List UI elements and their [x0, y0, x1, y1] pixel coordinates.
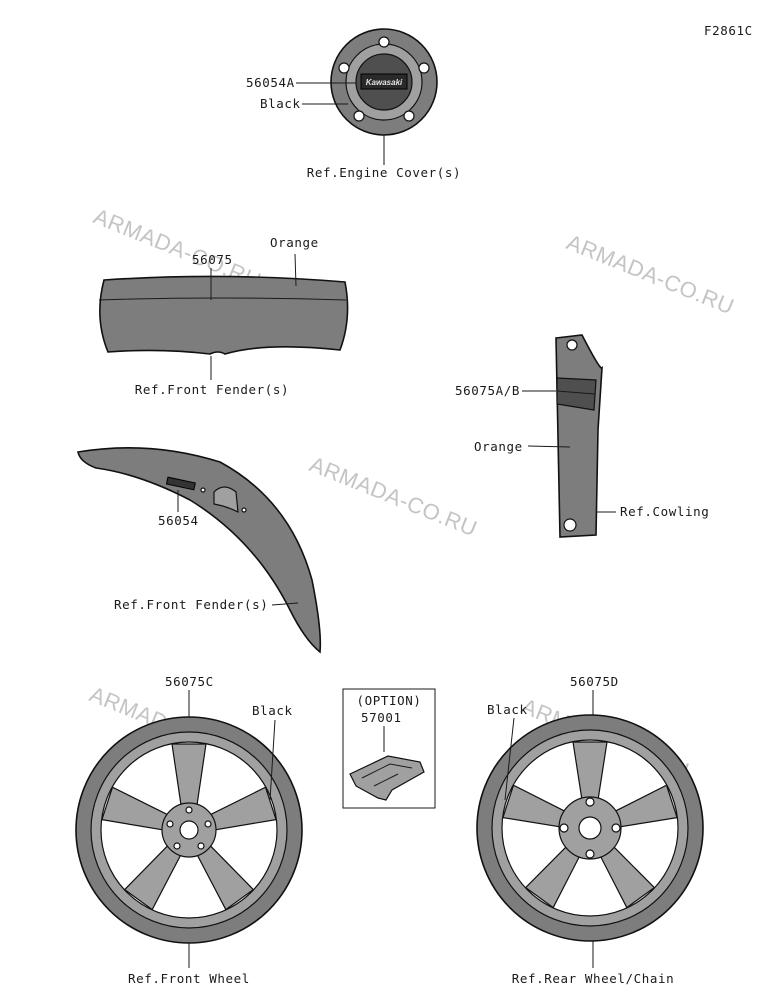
cowling-body [555, 334, 603, 538]
label-black-front-wheel: Black [252, 703, 293, 718]
bolt-icon [173, 842, 181, 850]
bolt-icon [197, 842, 205, 850]
option-kit: (OPTION) 57001 [342, 688, 436, 809]
label-57001: 57001 [361, 710, 402, 725]
front-fender-top [98, 275, 349, 355]
figure-code: F2861C [704, 23, 753, 38]
kawasaki-logo: Kawasaki [366, 78, 403, 87]
bolt-icon [200, 487, 206, 493]
watermark: ARMADA-CO.RU [563, 229, 738, 319]
front-axle [179, 820, 199, 840]
label-orange: Orange [270, 235, 319, 250]
label-ref-front-fender-side: Ref.Front Fender(s) [114, 597, 268, 612]
label-ref-front-fender: Ref.Front Fender(s) [135, 382, 289, 397]
bolt-icon [353, 110, 365, 122]
front-wheel [75, 716, 303, 944]
bolt-icon [166, 820, 174, 828]
bolt-icon [241, 507, 247, 513]
fender-decal [165, 476, 196, 491]
cowling-stripe [556, 377, 597, 411]
bolt-icon [204, 820, 212, 828]
bolt-icon [403, 110, 415, 122]
front-fender-top-body [99, 275, 349, 355]
label-56054: 56054 [158, 513, 199, 528]
label-56054A: 56054A [246, 75, 295, 90]
label-ref-front-wheel: Ref.Front Wheel [128, 971, 250, 986]
front-wheel-spokes [101, 743, 277, 911]
option-box [342, 688, 436, 809]
label-56075C: 56075C [165, 674, 214, 689]
label-ref-rear-wheel: Ref.Rear Wheel/Chain [512, 971, 675, 986]
bolt-icon [185, 806, 193, 814]
bolt-icon [378, 36, 390, 48]
bolt-icon [611, 823, 621, 833]
label-56075D: 56075D [570, 674, 619, 689]
fender-mount [213, 486, 239, 514]
label-orange-cowling: Orange [474, 439, 523, 454]
label-ref-engine-cover: Ref.Engine Cover(s) [307, 165, 461, 180]
front-fender-side-body [77, 446, 322, 654]
kawasaki-logo-plate [360, 73, 408, 90]
rear-axle [578, 816, 602, 840]
bolt-icon [563, 518, 577, 532]
bolt-icon [559, 823, 569, 833]
label-option: (OPTION) [356, 693, 421, 708]
label-56075: 56075 [192, 252, 233, 267]
bolt-icon [566, 339, 578, 351]
rear-wheel [476, 714, 704, 942]
bolt-icon [585, 849, 595, 859]
cowling [555, 334, 603, 538]
bolt-icon [585, 797, 595, 807]
rear-wheel-spokes [502, 741, 678, 909]
front-fender-side [77, 446, 322, 654]
watermark: ARMADA-CO.RU [306, 451, 481, 541]
option-tool [349, 755, 425, 801]
label-56075AB: 56075A/B [455, 383, 520, 398]
label-black: Black [260, 96, 301, 111]
engine-cover: Kawasaki [330, 28, 438, 136]
label-ref-cowling: Ref.Cowling [620, 504, 709, 519]
label-black-rear-wheel: Black [487, 702, 528, 717]
bolt-icon [338, 62, 350, 74]
bolt-icon [418, 62, 430, 74]
